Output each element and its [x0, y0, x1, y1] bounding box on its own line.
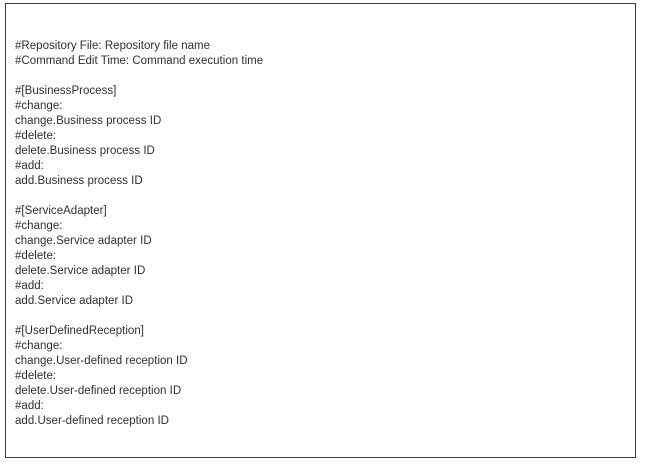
- code-line: #[ServiceAdapter]: [15, 205, 107, 217]
- code-line: #add:: [15, 160, 44, 172]
- code-line: add.Business process ID: [15, 175, 143, 187]
- code-line: #change:: [15, 340, 63, 352]
- code-line: #delete:: [15, 130, 57, 142]
- code-listing: #Repository File: Repository file name #C…: [15, 39, 631, 453]
- document-frame: #Repository File: Repository file name #C…: [5, 3, 636, 458]
- code-line: #change:: [15, 220, 63, 232]
- blank-line: [15, 69, 631, 84]
- code-line: #Repository File: Repository file name: [15, 40, 211, 52]
- code-line: add.User-defined reception ID: [15, 415, 169, 427]
- code-line: delete.Business process ID: [15, 145, 155, 157]
- blank-line: [15, 189, 631, 204]
- code-line: change.Business process ID: [15, 115, 162, 127]
- code-line: add.Service adapter ID: [15, 295, 134, 307]
- blank-line: [15, 309, 631, 324]
- code-line: #delete:: [15, 370, 57, 382]
- code-line: #change:: [15, 100, 63, 112]
- code-line: #[BusinessProcess]: [15, 85, 117, 97]
- code-line: #delete:: [15, 250, 57, 262]
- code-line: #add:: [15, 400, 44, 412]
- code-line: #add:: [15, 280, 44, 292]
- code-line: delete.User-defined reception ID: [15, 385, 182, 397]
- code-line: #Command Edit Time: Command execution ti…: [15, 55, 264, 67]
- code-line: delete.Service adapter ID: [15, 265, 146, 277]
- code-line: #[UserDefinedReception]: [15, 325, 144, 337]
- code-line: change.Service adapter ID: [15, 235, 152, 247]
- code-line: change.User-defined reception ID: [15, 355, 188, 367]
